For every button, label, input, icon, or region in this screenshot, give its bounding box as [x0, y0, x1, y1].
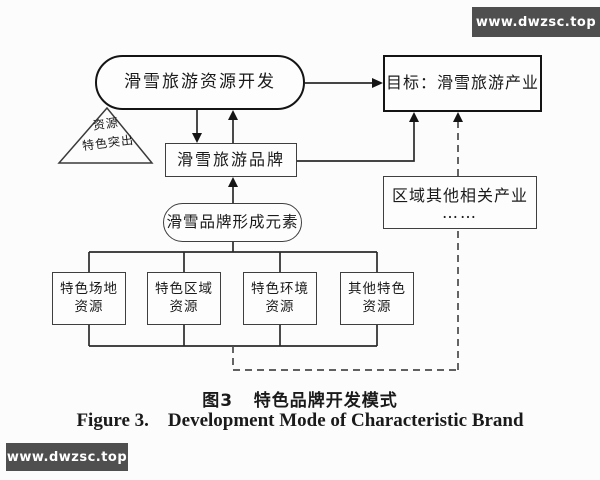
node-ski-tourism-brand: 滑雪旅游品牌 — [165, 143, 297, 177]
node-label-line1: 特色场地 — [60, 280, 118, 297]
watermark-bottom-left: www.dwzsc.top — [6, 443, 128, 471]
watermark-text: www.dwzsc.top — [475, 14, 597, 30]
node-resource-other: 其他特色 资源 — [340, 272, 414, 325]
dashed-arrow-related-to-goal — [453, 112, 463, 176]
watermark-top-right: www.dwzsc.top — [472, 7, 600, 37]
node-label-line1: 特色环境 — [251, 280, 309, 297]
node-label: 滑雪品牌形成元素 — [166, 213, 299, 232]
node-brand-forming-elements: 滑雪品牌形成元素 — [163, 203, 302, 242]
node-label-line2: 资源 — [169, 298, 199, 315]
node-resource-environment: 特色环境 资源 — [243, 272, 317, 325]
node-related-industries: 区域其他相关产业 …… — [383, 176, 537, 229]
node-ski-resource-development: 滑雪旅游资源开发 — [95, 55, 305, 110]
node-label: 区域其他相关产业 — [391, 185, 528, 205]
node-label-line1: 特色区域 — [155, 280, 213, 297]
figure-caption-chinese: 图3 特色品牌开发模式 — [202, 391, 398, 411]
arrow-elements-to-brand — [228, 177, 238, 203]
node-goal-ski-industry: 目标：滑雪旅游产业 — [383, 55, 542, 112]
ellipsis-text: …… — [442, 202, 478, 222]
node-label: 目标：滑雪旅游产业 — [385, 73, 539, 93]
node-label-line2: 资源 — [362, 298, 392, 315]
node-label: 滑雪旅游品牌 — [176, 149, 285, 169]
arrow-brand-to-main — [228, 110, 238, 143]
bottom-bus — [88, 325, 378, 347]
dashed-feedback-path — [232, 229, 459, 371]
node-label-line2: 资源 — [265, 298, 295, 315]
arrow-main-to-goal — [305, 78, 383, 88]
node-resource-region: 特色区域 资源 — [147, 272, 221, 325]
figure-caption-english: Figure 3. Development Mode of Characteri… — [76, 410, 524, 431]
watermark-text: www.dwzsc.top — [6, 449, 128, 465]
triangle-shape — [57, 106, 154, 164]
node-label: 滑雪旅游资源开发 — [124, 72, 276, 93]
node-label-line1: 其他特色 — [348, 280, 406, 297]
arrow-brand-to-goal — [297, 112, 419, 162]
top-bus — [88, 251, 378, 273]
node-label-line2: 资源 — [74, 298, 104, 315]
node-resource-site: 特色场地 资源 — [52, 272, 126, 325]
arrow-main-to-brand — [192, 110, 202, 143]
